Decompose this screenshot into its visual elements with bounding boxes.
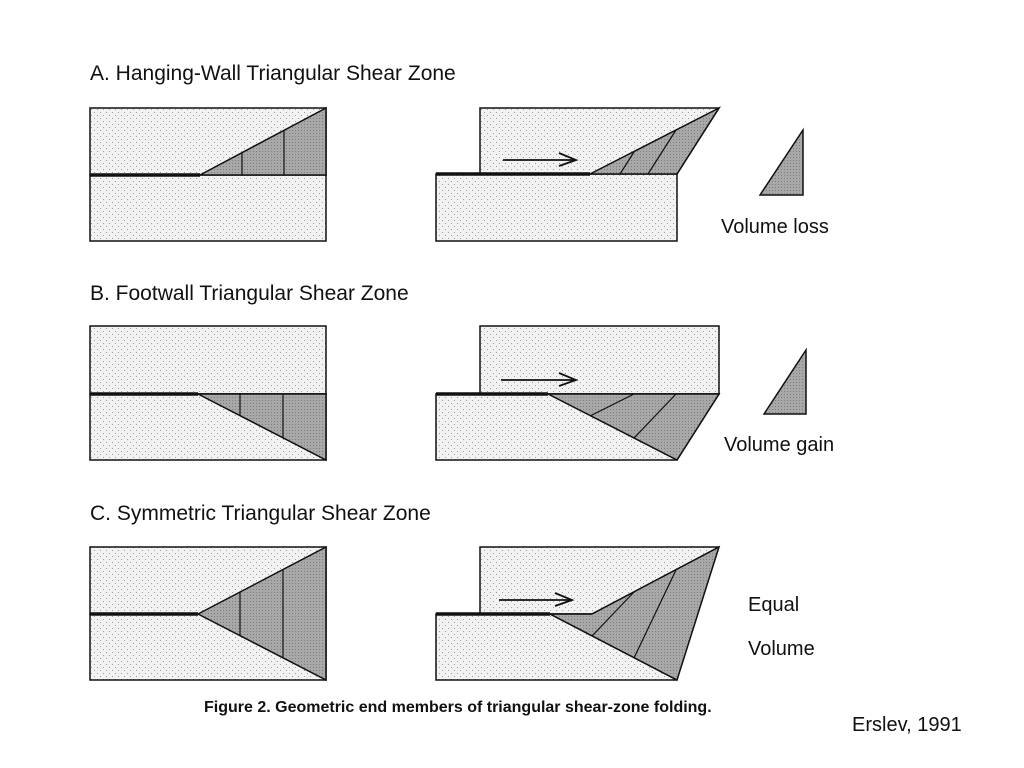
hanging-wall-block <box>479 325 720 395</box>
footwall-block <box>435 173 678 242</box>
volume-gain-label: Volume gain <box>724 434 835 456</box>
shear-zone-triangle <box>199 106 327 176</box>
hanging-wall-block <box>89 325 327 395</box>
strain-line <box>633 393 677 439</box>
volume-gain-triangle <box>762 347 807 415</box>
panel-c-before-diagram <box>89 545 327 682</box>
slip-arrow <box>499 592 575 607</box>
shear-zone-triangle <box>196 545 327 682</box>
slip-arrow <box>501 372 579 387</box>
panel-c-after-diagram <box>435 545 721 682</box>
panel-b-after-diagram <box>435 325 721 461</box>
equal-volume-label-line1: Equal <box>748 594 800 616</box>
shear-zone-triangle <box>197 393 327 462</box>
panel-b-title: B. Footwall Triangular Shear Zone <box>90 282 409 305</box>
volume-loss-triangle <box>758 127 804 196</box>
panel-a-before-diagram <box>89 106 327 242</box>
volume-loss-label: Volume loss <box>721 216 829 238</box>
equal-volume-label-line2: Volume <box>748 638 815 660</box>
panel-b-before-diagram <box>89 325 327 462</box>
strain-line <box>591 591 635 637</box>
strain-line <box>589 393 635 417</box>
shear-zone-triangle <box>589 106 722 175</box>
citation-credit: Erslev, 1991 <box>852 714 962 736</box>
strain-line <box>619 151 635 175</box>
panel-c-title: C. Symmetric Triangular Shear Zone <box>90 502 431 525</box>
panel-a-title: A. Hanging-Wall Triangular Shear Zone <box>90 62 456 85</box>
strain-line <box>633 569 677 659</box>
figure-caption: Figure 2. Geometric end members of trian… <box>204 699 712 716</box>
footwall-block <box>89 174 327 242</box>
strain-line <box>647 129 677 175</box>
panel-a-after-diagram <box>435 106 722 242</box>
slip-arrow <box>503 152 579 167</box>
